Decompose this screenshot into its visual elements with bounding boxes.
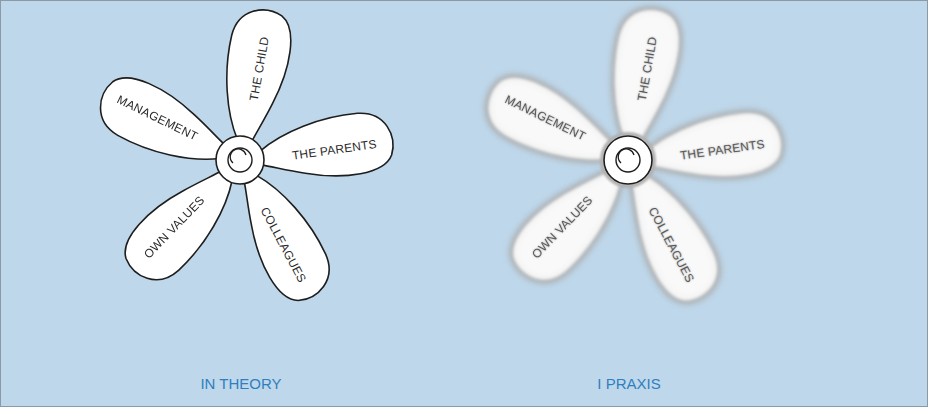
propeller-hub — [602, 134, 654, 186]
hub-inner — [616, 148, 640, 172]
blade-label: THE CHILD — [213, 7, 305, 130]
hub-blur — [602, 134, 654, 186]
propeller-hub — [216, 136, 264, 184]
blade-label: COLLEAGUES — [224, 178, 342, 312]
blade-label: COLLEAGUES — [612, 178, 730, 312]
blade-label: THE PARENTS — [274, 105, 395, 194]
caption-label: IN THEORY — [141, 375, 341, 392]
hub-outer — [216, 136, 264, 184]
propeller-blade: OWN VALUES — [107, 135, 268, 298]
hub-arc — [230, 149, 246, 163]
hub-arc — [618, 149, 634, 163]
blade-label: THE CHILD — [601, 7, 693, 130]
blade-label: THE PARENTS — [662, 105, 783, 194]
hub-inner — [228, 148, 252, 172]
hub-outer — [604, 136, 652, 184]
caption-label: I PRAXIS — [529, 375, 729, 392]
